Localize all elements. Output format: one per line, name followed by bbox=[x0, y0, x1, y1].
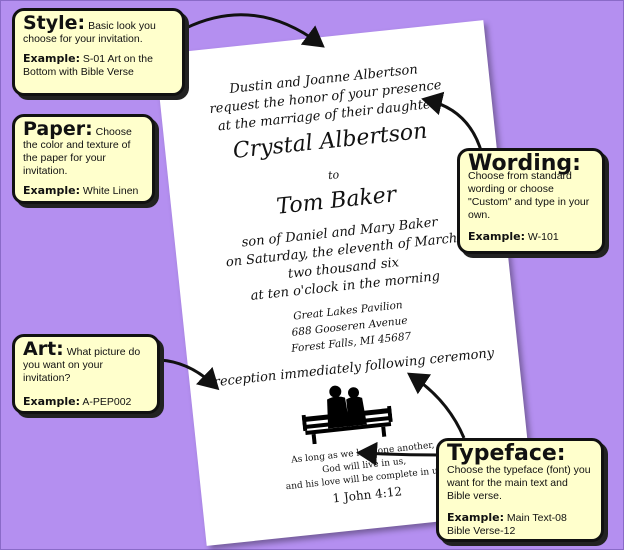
paper-title: Paper: bbox=[23, 118, 93, 140]
wording-arrow bbox=[421, 91, 484, 155]
paper-description: Choose the color and texture of the pape… bbox=[23, 126, 132, 177]
paper-example-label: Example: bbox=[23, 184, 80, 197]
style-description: Basic look you choose for your invitatio… bbox=[23, 20, 156, 45]
art-description: What picture do you want on your invitat… bbox=[23, 346, 141, 384]
art-example-value: A-PEP002 bbox=[82, 396, 132, 408]
wording-example-label: Example: bbox=[468, 230, 525, 243]
wording-callout: Wording: Choose from standard wording or… bbox=[457, 148, 605, 254]
typeface-arrow-left bbox=[356, 441, 441, 466]
typeface-arrow-up bbox=[407, 372, 466, 439]
typeface-callout: Typeface: Choose the typeface (font) you… bbox=[436, 438, 604, 542]
art-example-label: Example: bbox=[23, 395, 80, 408]
style-arrow bbox=[185, 13, 325, 48]
wording-example-value: W-101 bbox=[527, 231, 559, 243]
typeface-description: Choose the typeface (font) you want for … bbox=[447, 464, 591, 502]
paper-callout: Paper: Choose the color and texture of t… bbox=[12, 114, 155, 204]
art-arrow bbox=[159, 358, 220, 391]
paper-example-value: White Linen bbox=[82, 185, 139, 197]
wording-title: Wording: bbox=[468, 151, 581, 176]
typeface-example-value-2: Bible Verse-12 bbox=[447, 525, 516, 537]
wording-description: Choose from standard wording or choose "… bbox=[468, 170, 590, 221]
style-title: Style: bbox=[23, 12, 86, 34]
typeface-title: Typeface: bbox=[447, 441, 566, 466]
art-callout: Art: What picture do you want on your in… bbox=[12, 334, 160, 414]
art-title: Art: bbox=[23, 338, 64, 360]
invitation-card: Dustin and Joanne Albertson request the … bbox=[155, 20, 535, 546]
style-example-label: Example: bbox=[23, 52, 80, 65]
couple-on-bench-icon bbox=[301, 385, 393, 445]
style-example-value: S-01 Art on the Bottom with Bible Verse bbox=[23, 53, 153, 78]
style-callout: Style: Basic look you choose for your in… bbox=[12, 8, 185, 96]
typeface-example-label: Example: bbox=[447, 511, 504, 524]
typeface-example-value: Main Text-08 bbox=[506, 512, 567, 524]
